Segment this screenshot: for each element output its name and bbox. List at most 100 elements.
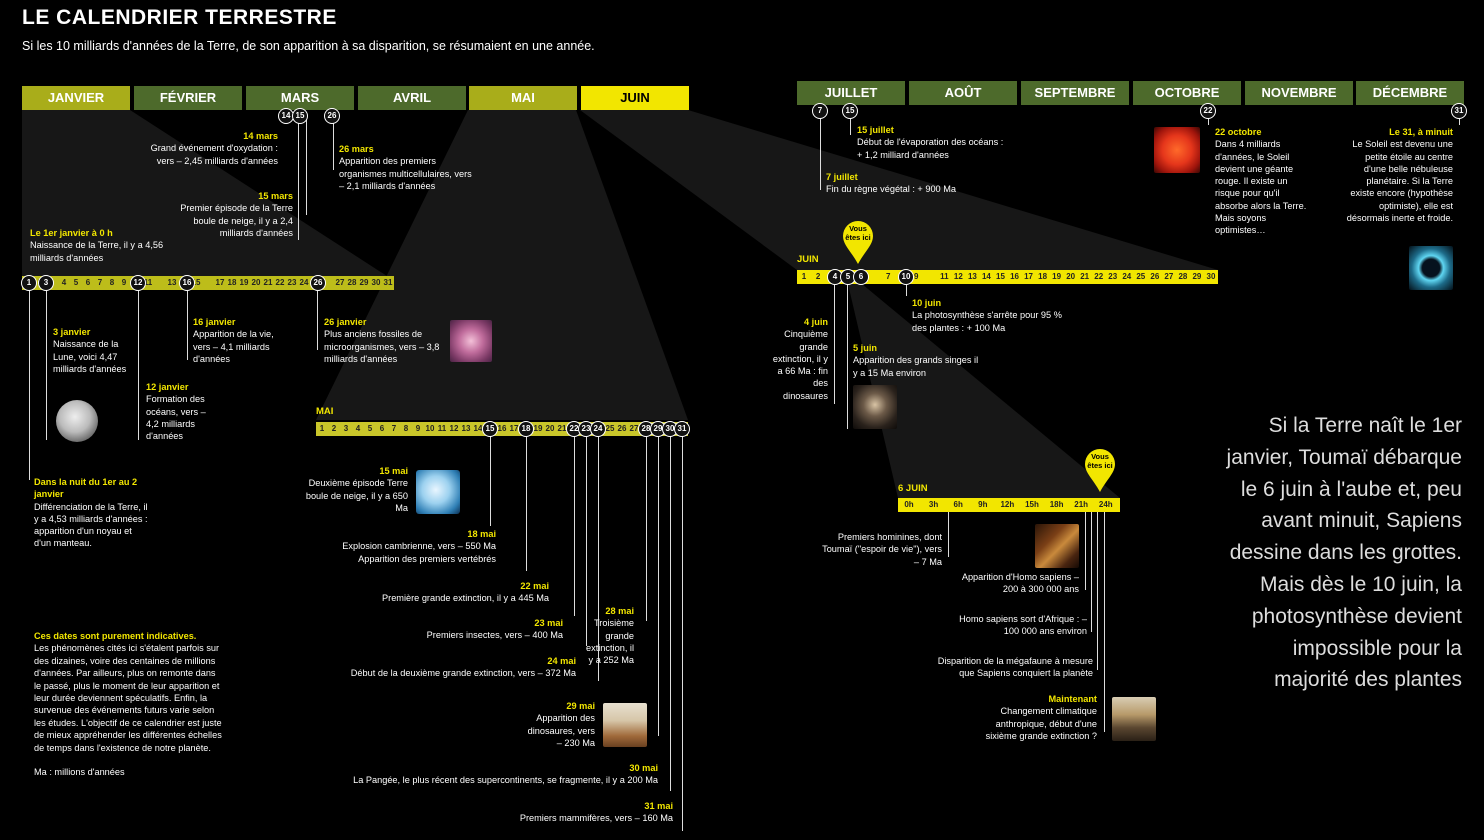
month-mars: MARS [246,86,354,110]
leader-line [682,436,683,831]
day-number: 14 [473,424,483,433]
day-number: 8 [403,424,409,433]
marker-mai-24: 24 [590,421,606,437]
leader-line [1208,115,1209,125]
microbe-photo [450,320,492,362]
leader-line [490,436,491,526]
leader-line [820,115,821,190]
disclaimer-note: Ces dates sont purement indicatives. Les… [34,630,224,778]
hour-label: 24h [1098,500,1113,509]
day-number: 7 [391,424,397,433]
day-number: 29 [359,278,369,287]
day-number: 18 [227,278,237,287]
mai-strip-label: MAI [316,406,334,417]
day-number: 19 [239,278,249,287]
day-number: 1 [319,424,325,433]
leader-line [298,120,299,240]
marker-juin-10: 10 [898,269,914,285]
leader-line [29,290,30,480]
event-premiers-hominines: Premiers hominines, dont Toumaï ("espoir… [822,532,942,567]
six-juin-strip-label: 6 JUIN [898,483,928,494]
cave-painting-photo [1035,524,1079,568]
day-number: 11 [940,272,949,281]
city-photo [1112,697,1156,741]
day-number: 19 [533,424,543,433]
day-number: 2 [815,272,821,281]
day-number: 1 [801,272,807,281]
marker-mai-18: 18 [518,421,534,437]
pull-quote: Si la Terre naît le 1er janvier, Toumaï … [1226,414,1462,692]
hour-label: 21h [1074,500,1089,509]
event-sortie-afrique: Homo sapiens sort d'Afrique : – 100 000 … [959,614,1087,637]
day-number: 21 [557,424,567,433]
day-number: 25 [1136,272,1146,281]
day-number: 7 [885,272,891,281]
leader-line [948,512,949,557]
leader-line [46,290,47,440]
day-number: 12 [449,424,459,433]
you-are-here-label: Vous êtes ici [1087,452,1113,470]
red-sun-photo [1154,127,1200,173]
snowball-earth-photo [416,470,460,514]
janvier-day-strip: 2456789101113141517181920212223242527282… [22,276,394,290]
day-number: 2 [331,424,337,433]
day-number: 31 [383,278,393,287]
day-number: 5 [73,278,79,287]
month-decembre: DÉCEMBRE [1356,81,1464,105]
leader-line [526,436,527,571]
day-number: 5 [367,424,373,433]
marker-octobre-22: 22 [1200,103,1216,119]
day-number: 15 [996,272,1005,281]
day-number: 27 [629,424,639,433]
day-number: 8 [109,278,115,287]
day-number: 27 [1164,272,1174,281]
day-number: 20 [251,278,261,287]
hour-label: 12h [1000,500,1015,509]
day-number: 23 [1108,272,1118,281]
month-juin: JUIN [581,86,689,110]
day-number: 10 [425,424,435,433]
marker-mars-26: 26 [324,108,340,124]
month-octobre: OCTOBRE [1133,81,1241,105]
day-number: 17 [215,278,225,287]
month-fevrier: FÉVRIER [134,86,242,110]
marker-mars-15: 15 [292,108,308,124]
leader-line [847,284,848,429]
day-number: 30 [371,278,381,287]
day-number: 25 [605,424,615,433]
nebula-photo [1409,246,1453,290]
marker-juillet-15: 15 [842,103,858,119]
juin-strip-label: JUIN [797,254,819,265]
month-janvier: JANVIER [22,86,130,110]
leader-line [598,436,599,681]
day-number: 26 [617,424,627,433]
leader-line [1091,512,1092,632]
event-megafaune: Disparition de la mégafaune à mesure que… [937,656,1093,679]
day-number: 21 [263,278,273,287]
day-number: 3 [343,424,349,433]
marker-mai-15: 15 [482,421,498,437]
leader-line [658,436,659,736]
leader-line [138,290,139,440]
day-number: 6 [85,278,91,287]
location-pin-icon [843,221,873,264]
day-number: 9 [415,424,421,433]
leader-line [586,436,587,646]
marker-janvier-16: 16 [179,275,195,291]
note-abbreviation: Ma : millions d'années [34,767,125,778]
day-number: 30 [1206,272,1216,281]
hour-label: 0h [904,500,914,509]
hour-label: 6h [953,500,963,509]
